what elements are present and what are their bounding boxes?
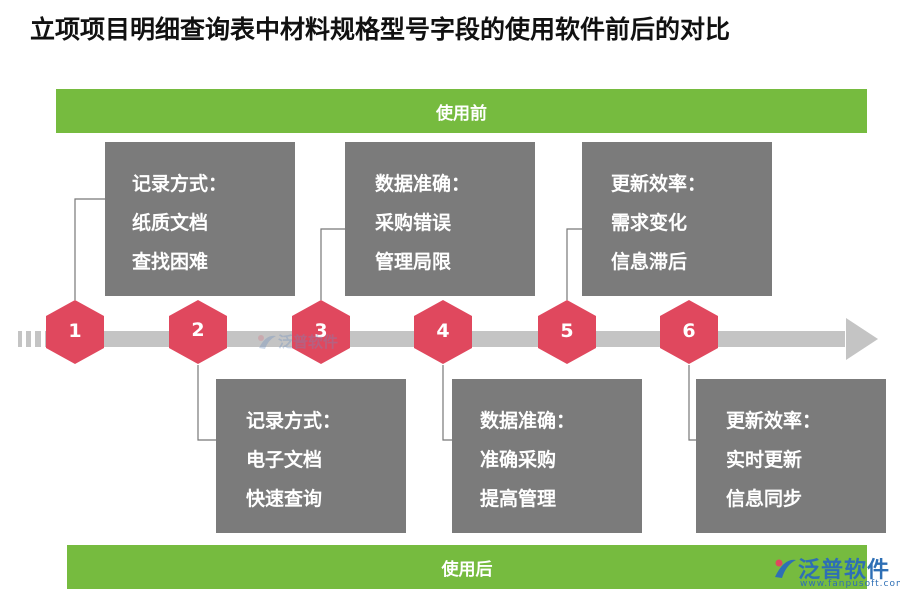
step-2-heading: 记录方式： — [246, 410, 342, 432]
brand-logo-url: www.fanpusoft.com — [800, 579, 900, 589]
hexagon-2 — [169, 300, 227, 364]
step-3-heading: 数据准确： — [375, 173, 471, 195]
connector-1 — [74, 198, 105, 300]
before-band: 使用前 — [56, 89, 867, 133]
step-4-heading: 数据准确： — [480, 410, 576, 432]
step-box-6: 更新效率： 实时更新 信息同步 — [696, 379, 886, 533]
step-5-line-2: 信息滞后 — [611, 251, 688, 273]
watermark-brand-text: 泛普软件 — [278, 333, 339, 351]
connector-3 — [320, 228, 345, 300]
hexagon-5 — [538, 300, 596, 364]
step-box-4: 数据准确： 准确采购 提高管理 — [452, 379, 642, 533]
step-number-2: 2 — [191, 319, 205, 341]
step-number-6: 6 — [682, 320, 696, 342]
step-2-line-1: 电子文档 — [246, 449, 323, 471]
step-3-line-1: 采购错误 — [375, 212, 452, 234]
hexagon-1 — [46, 300, 104, 364]
step-number-1: 1 — [68, 320, 82, 342]
step-box-3: 数据准确： 采购错误 管理局限 — [345, 142, 535, 296]
timeline-tail-dashes — [814, 331, 834, 347]
step-5-line-1: 需求变化 — [611, 212, 688, 234]
after-band: 使用后 — [67, 545, 867, 589]
step-4-line-1: 准确采购 — [480, 449, 557, 471]
step-box-1: 记录方式： 纸质文档 查找困难 — [105, 142, 295, 296]
step-2-line-2: 快速查询 — [246, 488, 323, 510]
watermark-logo-icon — [258, 334, 276, 349]
step-number-3: 3 — [314, 320, 328, 342]
connector-5 — [566, 228, 582, 300]
center-watermark: 泛普软件 — [256, 331, 338, 352]
brand-logo: 泛普软件 www.fanpusoft.com — [772, 552, 900, 589]
connector-2 — [197, 365, 216, 441]
step-6-line-2: 信息同步 — [726, 488, 803, 510]
connectors — [74, 198, 696, 441]
hexagon-6 — [660, 300, 718, 364]
timeline-arrow-icon — [846, 318, 878, 360]
hexagon-4 — [414, 300, 472, 364]
step-5-heading: 更新效率： — [611, 173, 707, 195]
step-6-heading: 更新效率： — [726, 410, 822, 432]
step-3-line-2: 管理局限 — [375, 251, 452, 273]
step-1-heading: 记录方式： — [132, 173, 228, 195]
step-1-line-2: 查找困难 — [132, 251, 209, 273]
brand-logo-text: 泛普软件 — [798, 558, 891, 583]
connector-6 — [688, 365, 696, 441]
page-title: 立项项目明细查询表中材料规格型号字段的使用软件前后的对比 — [30, 15, 731, 44]
step-number-5: 5 — [560, 320, 574, 342]
connector-4 — [442, 365, 452, 441]
step-hexagons — [46, 300, 718, 364]
step-4-line-2: 提高管理 — [480, 488, 557, 510]
step-box-2: 记录方式： 电子文档 快速查询 — [216, 379, 406, 533]
step-box-5: 更新效率： 需求变化 信息滞后 — [582, 142, 772, 296]
timeline-lead-dashes — [18, 331, 41, 347]
step-1-line-1: 纸质文档 — [132, 212, 209, 234]
step-number-4: 4 — [436, 320, 450, 342]
fanpu-logo-icon — [775, 559, 796, 578]
step-6-line-1: 实时更新 — [726, 449, 803, 471]
hexagon-3 — [292, 300, 350, 364]
